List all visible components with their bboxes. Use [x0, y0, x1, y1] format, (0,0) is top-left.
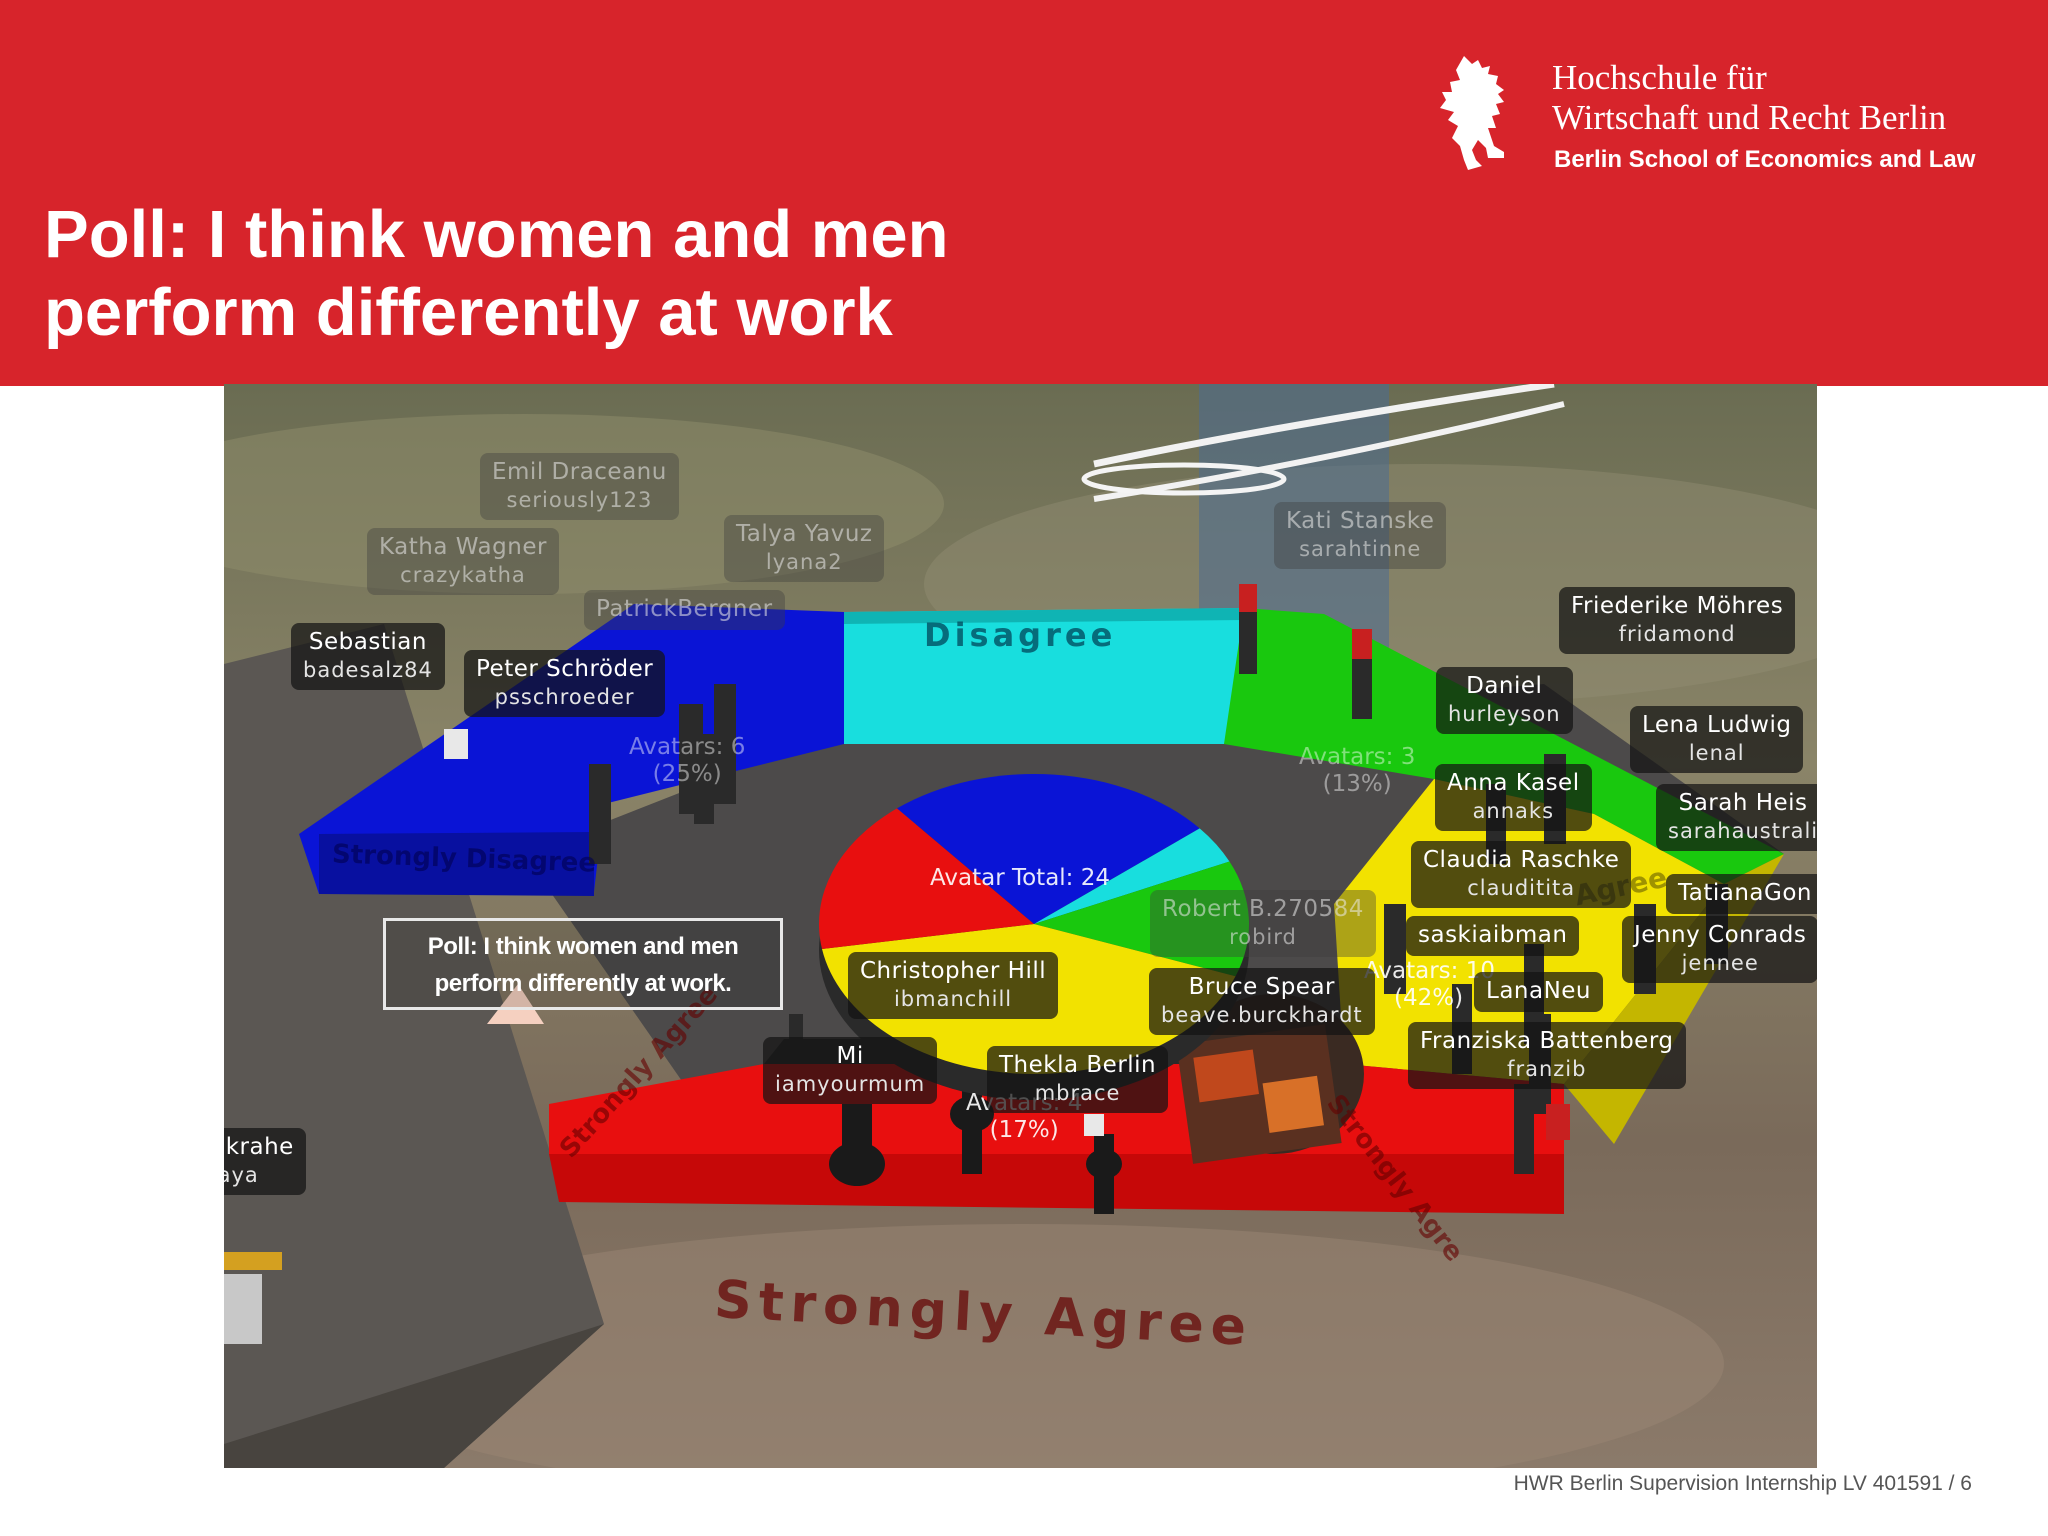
avatar-tag[interactable]: Bruce Spear beave.burckhardt — [1149, 968, 1375, 1035]
zone-percent: (42%) — [1394, 985, 1464, 1011]
avatar-name: Christopher Hill — [860, 958, 1047, 984]
pie-slice-strongly-agree — [819, 808, 1034, 950]
avatar-tag[interactable]: Robert B.270584 robird — [1150, 890, 1376, 957]
avatar-name: Kati Stanske — [1286, 508, 1435, 534]
avatar-tag[interactable]: Franziska Battenberg franzib — [1408, 1022, 1686, 1089]
avatar-username: robird — [1229, 925, 1297, 949]
avatar-name: Sarah Heis — [1678, 790, 1808, 816]
avatar-tag[interactable]: Mi iamyourmum — [763, 1037, 938, 1104]
berlin-bear-icon — [1440, 56, 1504, 170]
logo-line1: Hochschule für — [1552, 58, 1767, 97]
avatar-name: Jenny Conrads — [1634, 922, 1807, 948]
avatar-name: Lena Ludwig — [1642, 712, 1792, 738]
avatar-username: iamyourmum — [775, 1072, 926, 1096]
avatar-username: ibmanchill — [893, 987, 1013, 1011]
avatar-username: e.aya — [224, 1163, 259, 1187]
pie-slice-disagree — [1034, 828, 1230, 924]
avatar-tag[interactable]: Claudia Raschke clauditita — [1411, 841, 1632, 908]
avatar-name: Daniel — [1466, 673, 1543, 699]
avatar-tag[interactable]: Daniel hurleyson — [1436, 667, 1573, 734]
avatar-username: beave.burckhardt — [1161, 1003, 1363, 1027]
avatar-tag[interactable]: Thekla Berlin mbrace — [987, 1046, 1169, 1113]
zone-count: Avatars: 6 — [629, 734, 746, 760]
avatar-tag[interactable]: Emil Draceanu seriously123 — [480, 453, 679, 520]
avatar-name: Emil Draceanu — [492, 459, 667, 485]
avatar-tag[interactable]: Anna Kasel annaks — [1435, 764, 1592, 831]
avatar-name: Sebastian — [308, 629, 427, 655]
avatar-username: sarahtinne — [1299, 537, 1422, 561]
avatar-username: crazykatha — [400, 563, 526, 587]
avatar-name: PatrickBergner — [596, 596, 773, 622]
zone-count-strongly-disagree: Avatars: 6 (25%) — [629, 734, 745, 788]
avatar-name: LanaNeu — [1486, 978, 1592, 1004]
avatar-username: hurleyson — [1448, 702, 1561, 726]
zone-count: Avatars: 10 — [1364, 958, 1495, 984]
avatar-username: mbrace — [1034, 1081, 1121, 1105]
avatar-tag[interactable]: Christopher Hill ibmanchill — [848, 952, 1059, 1019]
avatar-tag[interactable]: Sarah Heis sarahaustrali — [1656, 784, 1817, 851]
slide-title-line1: Poll: I think women and men — [44, 197, 949, 272]
avatar-name: Bruce Spear — [1188, 974, 1335, 1000]
avatar-name: Thekla Berlin — [999, 1052, 1157, 1078]
avatar-name: Katha Wagner — [379, 534, 547, 560]
avatar-name: Mi — [836, 1043, 864, 1069]
avatar-tag[interactable]: TatianaGon — [1666, 874, 1817, 914]
avatar-name: Franziska Battenberg — [1420, 1028, 1674, 1054]
poll-question-line2: perform differently at work. — [434, 970, 732, 997]
avatar-username: badesalz84 — [303, 658, 433, 682]
avatar-tag[interactable]: Lena Ludwig lenal — [1630, 706, 1804, 773]
pie-slice-strongly-disagree — [896, 774, 1200, 924]
avatar-username: psschroeder — [494, 685, 635, 709]
zone-count-agree: Avatars: 10 (42%) — [1364, 958, 1495, 1012]
avatar-name: Talya Yavuz — [736, 521, 873, 547]
avatar-name: Peter Schröder — [476, 656, 654, 682]
avatar-tag[interactable]: Peter Schröder psschroeder — [464, 650, 666, 717]
avatar-name: TatianaGon — [1678, 880, 1812, 906]
avatar-name: Anna Kasel — [1447, 770, 1580, 796]
university-logo: Hochschule für Wirtschaft und Recht Berl… — [1438, 54, 2018, 184]
logo-line3: Berlin School of Economics and Law — [1554, 146, 1976, 173]
slide-footer: HWR Berlin Supervision Internship LV 401… — [1513, 1472, 1972, 1495]
avatar-username: jennee — [1681, 951, 1759, 975]
avatar-tag[interactable]: Sebastian badesalz84 — [291, 623, 445, 690]
avatar-tag[interactable]: Talya Yavuz lyana2 — [724, 515, 885, 582]
avatar-name: Friederike Möhres — [1571, 593, 1784, 619]
slide-header — [0, 0, 2048, 386]
poll-question-board: Poll: I think women and men perform diff… — [383, 918, 783, 1010]
avatar-name: Claudia Raschke — [1423, 847, 1620, 873]
zone-count-neutral: Avatars: 3 (13%) — [1299, 744, 1415, 798]
avatar-username: lyana2 — [765, 550, 843, 574]
avatar-tag[interactable]: enkrahe e.aya — [224, 1128, 306, 1195]
slide-title: Poll: I think women and men perform diff… — [44, 196, 1144, 352]
avatar-username: seriously123 — [506, 488, 653, 512]
avatar-tag[interactable]: Katha Wagner crazykatha — [367, 528, 559, 595]
logo-line2: Wirtschaft und Recht Berlin — [1552, 98, 1947, 137]
avatar-name: enkrahe — [224, 1134, 294, 1160]
avatar-tag[interactable]: Jenny Conrads jennee — [1622, 916, 1817, 983]
zone-percent: (17%) — [989, 1117, 1059, 1143]
avatar-tag[interactable]: saskiaibman — [1406, 916, 1580, 956]
poll-question-line1: Poll: I think women and men — [427, 933, 739, 960]
virtual-world-scene: Disagree Strongly Agree Strongly Disagre… — [224, 384, 1817, 1468]
slide-title-line2: perform differently at work — [44, 275, 893, 350]
avatar-tag[interactable]: PatrickBergner — [584, 590, 785, 630]
zone-count: Avatars: 3 — [1299, 744, 1416, 770]
zone-percent: (13%) — [1322, 771, 1392, 797]
pie-slice-neutral — [1034, 861, 1249, 977]
floor-label-disagree: Disagree — [924, 616, 1117, 654]
avatar-total-label: Avatar Total: 24 — [930, 865, 1111, 891]
avatar-username: sarahaustrali — [1668, 819, 1817, 843]
avatar-name: saskiaibman — [1418, 922, 1568, 948]
avatar-username: annaks — [1472, 799, 1555, 823]
avatar-username: fridamond — [1618, 622, 1736, 646]
avatar-username: clauditita — [1467, 876, 1576, 900]
avatar-tag[interactable]: LanaNeu — [1474, 972, 1604, 1012]
avatar-name: Robert B.270584 — [1162, 896, 1364, 922]
avatar-username: lenal — [1688, 741, 1745, 765]
zone-percent: (25%) — [652, 761, 722, 787]
avatar-tag[interactable]: Friederike Möhres fridamond — [1559, 587, 1796, 654]
avatar-username: franzib — [1507, 1057, 1587, 1081]
avatar-tag[interactable]: Kati Stanske sarahtinne — [1274, 502, 1447, 569]
